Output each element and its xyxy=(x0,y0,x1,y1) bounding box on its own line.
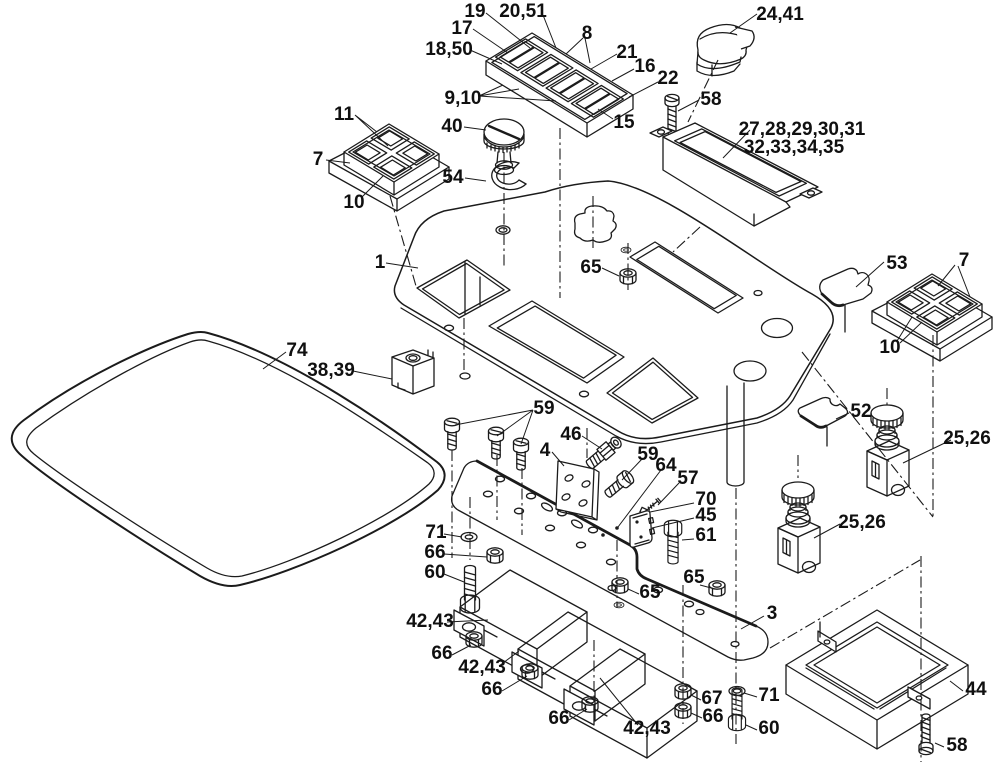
callout-15: 15 xyxy=(613,112,635,133)
bolt-60-left xyxy=(459,564,481,614)
callout-66-d: 66 xyxy=(702,706,723,727)
washer-71-left xyxy=(460,531,478,543)
panel-holes xyxy=(443,225,794,398)
knob-24-41 xyxy=(696,23,755,77)
callout-44: 44 xyxy=(965,679,987,700)
knob-40 xyxy=(483,118,525,176)
callout-71-left: 71 xyxy=(425,522,447,543)
switch-bezel-box-27-35 xyxy=(649,122,823,227)
enclosure-frame-44 xyxy=(785,609,969,750)
panel-cutout-4 xyxy=(606,357,699,424)
sender-46 xyxy=(585,436,622,470)
callout-10-left: 10 xyxy=(343,192,364,213)
callout-74: 74 xyxy=(286,340,308,361)
callout-52: 52 xyxy=(850,401,871,422)
rivet-64 xyxy=(615,526,619,530)
callout-70: 70 xyxy=(695,489,716,510)
callout-71-right: 71 xyxy=(758,685,780,706)
callout-9-10: 9,10 xyxy=(445,88,482,109)
panel-support-leg xyxy=(726,382,745,487)
callout-17: 17 xyxy=(451,18,472,39)
callout-66-left: 66 xyxy=(424,542,445,563)
callout-60-left: 60 xyxy=(424,562,445,583)
callout-54: 54 xyxy=(442,167,464,188)
callout-40: 40 xyxy=(441,116,462,137)
callout-22: 22 xyxy=(657,68,678,89)
valve-25-26-left xyxy=(777,481,821,574)
callout-58-top: 58 xyxy=(700,89,721,110)
callout-60-right: 60 xyxy=(758,718,779,739)
callout-7-right: 7 xyxy=(959,250,970,271)
callout-57: 57 xyxy=(677,468,698,489)
callout-66-c: 66 xyxy=(548,708,569,729)
callout-labels: 19 20,51 17 18,50 8 21 16 22 9,10 15 24,… xyxy=(286,1,990,756)
callout-19: 19 xyxy=(464,1,485,22)
washer-65-bottom xyxy=(613,601,625,609)
bracket-holes xyxy=(482,475,740,648)
plate-4 xyxy=(555,460,600,521)
bolt-61 xyxy=(663,519,683,565)
callout-42-43-b: 42,43 xyxy=(458,657,506,678)
callout-3: 3 xyxy=(767,603,778,624)
alignment-lines xyxy=(389,59,934,762)
callout-64: 64 xyxy=(655,455,677,476)
callout-27-31: 27,28,29,30,31 xyxy=(739,119,866,140)
callout-42-43-c: 42,43 xyxy=(623,718,671,739)
control-panel-plate-1 xyxy=(393,180,834,487)
callout-7-left: 7 xyxy=(313,149,324,170)
callout-53: 53 xyxy=(886,253,907,274)
callout-24-41: 24,41 xyxy=(756,4,804,25)
callout-38-39: 38,39 xyxy=(307,360,355,381)
callout-20-51: 20,51 xyxy=(499,1,547,22)
retainer-clip-54 xyxy=(491,161,527,191)
callout-66-b: 66 xyxy=(481,679,502,700)
nut-66-left xyxy=(486,547,504,564)
callout-25-26-right: 25,26 xyxy=(943,428,991,449)
screw-59-a xyxy=(443,417,461,451)
nut-65-bottom-left xyxy=(611,577,629,594)
rivet-64b xyxy=(601,533,605,537)
rocker-switch-bank xyxy=(485,32,634,138)
callout-1: 1 xyxy=(375,252,386,273)
seal-gasket-74 xyxy=(10,330,446,587)
screw-59-angled xyxy=(601,468,637,502)
callout-25-26-left: 25,26 xyxy=(838,512,886,533)
panel-cutout-2 xyxy=(488,300,625,384)
panel-cutout-3 xyxy=(629,241,744,314)
callout-16: 16 xyxy=(634,56,655,77)
screw-57 xyxy=(646,497,662,511)
callout-65-b1: 65 xyxy=(683,567,705,588)
callout-59-mid: 59 xyxy=(637,444,658,465)
callout-8: 8 xyxy=(582,23,593,44)
callout-66-a: 66 xyxy=(431,643,452,664)
callout-65-top: 65 xyxy=(580,257,602,278)
blank-plate-53 xyxy=(819,267,873,333)
valve-25-26-right xyxy=(866,404,910,497)
leader-lines xyxy=(262,12,971,748)
callout-42-43-a: 42,43 xyxy=(406,611,454,632)
callout-4: 4 xyxy=(540,440,551,461)
panel-keyed-cutout xyxy=(573,205,617,243)
callout-21: 21 xyxy=(616,42,638,63)
plate-45 xyxy=(629,510,656,548)
callout-61: 61 xyxy=(695,525,717,546)
callout-65-b2: 65 xyxy=(639,582,661,603)
blank-plate-52 xyxy=(797,396,849,447)
callout-45: 45 xyxy=(695,505,717,526)
switch-cube-38-39 xyxy=(391,349,435,395)
callout-11: 11 xyxy=(334,104,355,125)
callout-18-50: 18,50 xyxy=(425,39,473,60)
callout-32-35: 32,33,34,35 xyxy=(744,137,845,158)
screw-59-b xyxy=(487,426,505,460)
callout-59-top: 59 xyxy=(533,398,554,419)
panel-cutout-1 xyxy=(416,259,511,319)
callout-58-bottom: 58 xyxy=(946,735,967,756)
washer-65-top xyxy=(620,246,632,254)
callout-10-right: 10 xyxy=(879,337,900,358)
callout-67: 67 xyxy=(701,688,722,709)
callout-46: 46 xyxy=(560,424,581,445)
